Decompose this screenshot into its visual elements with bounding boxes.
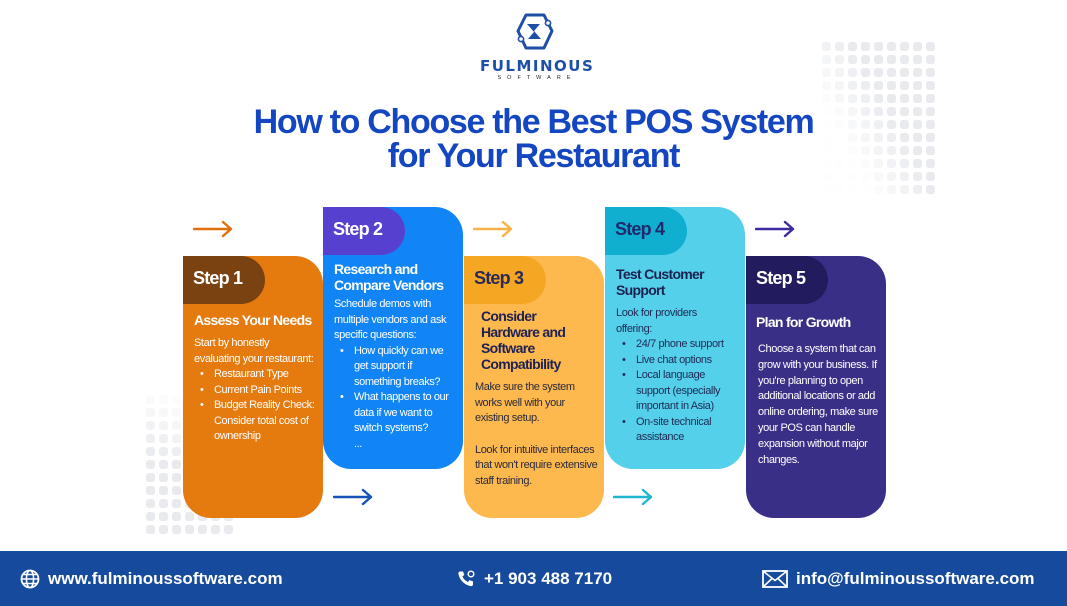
step-ellipsis: ... bbox=[354, 437, 362, 450]
contact-footer: www.fulminoussoftware.com +1 903 488 717… bbox=[0, 551, 1067, 606]
step-heading: Assess Your Needs bbox=[194, 312, 312, 328]
step-paragraph-1: Make sure the system works well with you… bbox=[475, 381, 575, 424]
decorative-dot-pattern-right bbox=[822, 42, 935, 194]
list-item: Live chat options bbox=[616, 353, 739, 369]
globe-icon bbox=[20, 569, 40, 588]
step-paragraph-2: Look for intuitive interfaces that won't… bbox=[475, 443, 598, 487]
footer-email-link[interactable]: info@fulminoussoftware.com bbox=[762, 551, 1035, 606]
step-bullet-list: How quickly can we get support if someth… bbox=[334, 344, 457, 437]
list-item: Restaurant Type bbox=[194, 367, 317, 383]
step-tab: Step 2 bbox=[323, 207, 405, 255]
step-tab: Step 5 bbox=[746, 256, 828, 304]
list-item: Budget Reality Check: Consider total cos… bbox=[194, 398, 317, 445]
step-bullet-list: 24/7 phone support Live chat options Loc… bbox=[616, 337, 739, 446]
list-item: What happens to our data if we want to s… bbox=[334, 390, 457, 437]
page-title-line-2: for Your Restaurant bbox=[387, 137, 681, 175]
step-card-4: Step 4 Test Customer Support Look for pr… bbox=[605, 207, 745, 469]
arrow-right-icon bbox=[613, 488, 653, 506]
step-tab: Step 1 bbox=[183, 256, 265, 304]
step-intro: Start by honestly evaluating your restau… bbox=[194, 337, 314, 365]
list-item: Local language support (especially impor… bbox=[616, 368, 739, 415]
step-heading: Test Customer Support bbox=[616, 266, 705, 298]
page-title-line-1: How to Choose the Best POS System bbox=[253, 103, 815, 141]
phone-icon bbox=[458, 569, 475, 586]
arrow-right-icon bbox=[755, 220, 795, 238]
step-tab: Step 4 bbox=[605, 207, 687, 255]
footer-phone-text: +1 903 488 7170 bbox=[484, 568, 613, 588]
list-item: Current Pain Points bbox=[194, 383, 317, 399]
hexagon-bolt-logo-icon bbox=[516, 13, 554, 50]
step-card-2: Step 2 Research and Compare Vendors Sche… bbox=[323, 207, 463, 469]
step-paragraph-1: Choose a system that can grow with your … bbox=[758, 343, 878, 466]
step-heading: Consider Hardware and Software Compatibi… bbox=[481, 308, 566, 372]
envelope-icon bbox=[762, 569, 788, 588]
list-item: How quickly can we get support if someth… bbox=[334, 344, 457, 391]
step-card-3: Step 3 Consider Hardware and Software Co… bbox=[464, 256, 604, 518]
step-tab: Step 3 bbox=[464, 256, 546, 304]
step-card-1: Step 1 Assess Your Needs Start by honest… bbox=[183, 256, 323, 518]
brand-tagline: SOFTWARE bbox=[497, 75, 577, 81]
step-bullet-list: Restaurant Type Current Pain Points Budg… bbox=[194, 367, 317, 445]
footer-phone-link[interactable]: +1 903 488 7170 bbox=[456, 551, 612, 606]
list-item: 24/7 phone support bbox=[616, 337, 739, 353]
brand-name: FULMINOUS bbox=[480, 57, 595, 75]
arrow-right-icon bbox=[193, 220, 233, 238]
footer-website-text: www.fulminoussoftware.com bbox=[48, 568, 283, 588]
brand-logo: FULMINOUS SOFTWARE bbox=[480, 12, 595, 82]
list-item: On-site technical assistance bbox=[616, 415, 739, 446]
step-heading: Research and Compare Vendors bbox=[334, 261, 444, 293]
page-title: How to Choose the Best POS System for Yo… bbox=[0, 105, 1067, 173]
step-intro: Schedule demos with multiple vendors and… bbox=[334, 298, 447, 341]
footer-email-text: info@fulminoussoftware.com bbox=[796, 568, 1035, 588]
step-intro: Look for providers offering: bbox=[616, 307, 697, 335]
footer-website-link[interactable]: www.fulminoussoftware.com bbox=[20, 551, 283, 606]
arrow-right-icon bbox=[473, 220, 513, 238]
arrow-right-icon bbox=[333, 488, 373, 506]
step-heading: Plan for Growth bbox=[756, 314, 851, 330]
step-card-5: Step 5 Plan for Growth Choose a system t… bbox=[746, 256, 886, 518]
